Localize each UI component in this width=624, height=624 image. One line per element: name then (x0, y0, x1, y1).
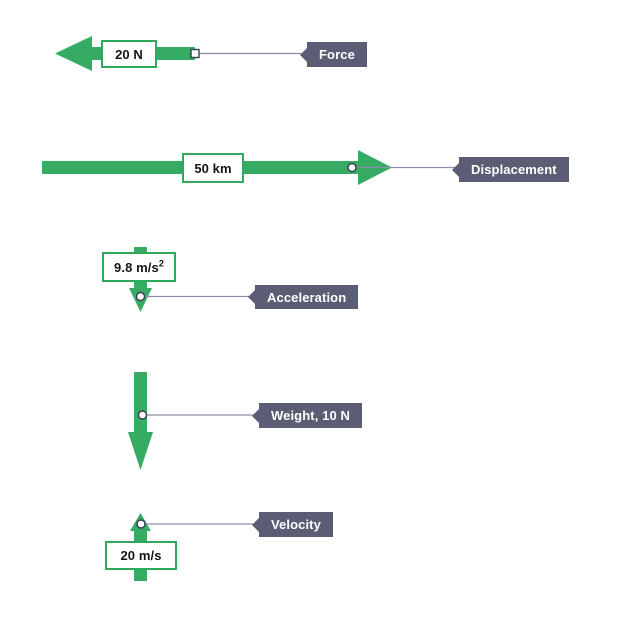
weight-arrow-head (128, 432, 153, 470)
acceleration-callout[interactable]: Acceleration (248, 285, 359, 309)
acceleration-value-box: 9.8 m/s2 (102, 252, 176, 282)
velocity-label: Velocity (271, 517, 321, 532)
weight-arrow (128, 372, 153, 470)
force-value-text: 20 N (115, 46, 143, 62)
velocity-callout-notch (252, 517, 259, 532)
acceleration-callout-notch (248, 290, 255, 304)
velocity-value-box: 20 m/s (105, 541, 177, 570)
weight-callout[interactable]: Weight, 10 N (252, 403, 362, 428)
weight-arrow-shaft (134, 372, 147, 438)
weight-label: Weight, 10 N (271, 408, 350, 423)
acceleration-label: Acceleration (267, 289, 347, 305)
force-callout-notch (300, 47, 307, 62)
weight-callout-notch (252, 408, 259, 423)
force-callout[interactable]: Force (300, 42, 367, 67)
force-anchor-dot (190, 48, 200, 59)
displacement-callout[interactable]: Displacement (452, 157, 569, 182)
velocity-value-text: 20 m/s (120, 548, 162, 563)
displacement-value-box: 50 km (182, 153, 244, 183)
force-arrow-head (55, 36, 92, 71)
acceleration-anchor-dot (135, 291, 146, 302)
acceleration-value-base: 9.8 m/s (114, 259, 159, 275)
displacement-label: Displacement (471, 162, 557, 177)
acceleration-value-exponent: 2 (158, 258, 164, 269)
displacement-callout-notch (452, 162, 459, 177)
force-value-box: 20 N (101, 40, 157, 68)
displacement-value-text: 50 km (194, 160, 232, 176)
force-label: Force (319, 47, 355, 62)
acceleration-value-text: 9.8 m/s2 (114, 258, 164, 275)
velocity-anchor-dot (136, 519, 146, 529)
weight-anchor-dot (137, 410, 148, 420)
displacement-anchor-dot (347, 162, 357, 173)
velocity-callout[interactable]: Velocity (252, 512, 333, 537)
